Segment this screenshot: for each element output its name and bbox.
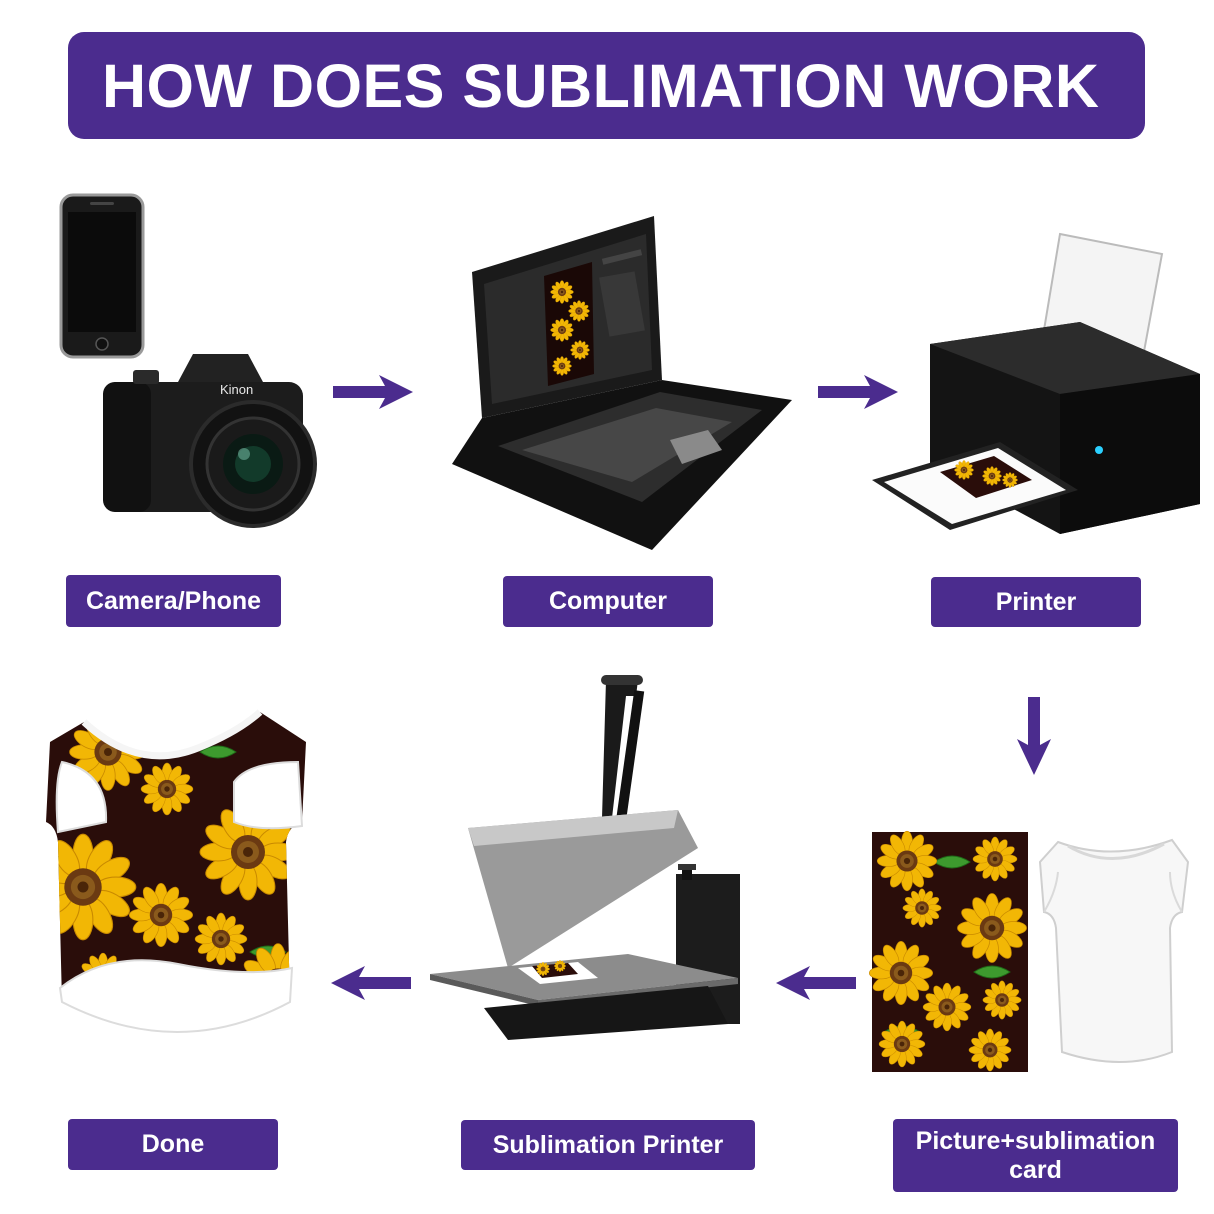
title-banner: HOW DOES SUBLIMATION WORK — [68, 32, 1145, 139]
laptop-icon — [452, 216, 792, 550]
blank-shirt-icon — [1038, 838, 1190, 1063]
printer-illustration — [872, 232, 1200, 534]
picture-card-illustration — [868, 830, 1190, 1072]
computer-illustration — [452, 216, 792, 550]
arrow-left-icon — [331, 966, 411, 1000]
heat-press-illustration — [430, 675, 740, 1040]
label-computer: Computer — [503, 576, 713, 627]
label-picture-sublimation-card: Picture+sublimation card — [893, 1119, 1178, 1192]
arrow-right-icon — [818, 375, 898, 409]
finished-shirt-illustration — [46, 709, 306, 1033]
camera-brand: Kinon — [220, 382, 253, 397]
page-title: HOW DOES SUBLIMATION WORK — [102, 51, 1100, 120]
arrow-down-icon — [1017, 697, 1051, 775]
phone-icon — [59, 193, 145, 359]
sunflower-picture — [868, 830, 1028, 1072]
label-printer: Printer — [931, 577, 1141, 627]
label-sublimation-printer: Sublimation Printer — [461, 1120, 755, 1170]
label-camera-phone: Camera/Phone — [66, 575, 281, 627]
arrow-left-icon — [776, 966, 856, 1000]
camera-icon — [103, 354, 317, 528]
printer-icon — [872, 232, 1200, 534]
printed-shirt-icon — [46, 709, 306, 1033]
camera-phone-illustration: Kinon — [59, 193, 317, 528]
heat-press-icon — [430, 675, 740, 1040]
arrow-right-icon — [333, 375, 413, 409]
label-done: Done — [68, 1119, 278, 1170]
